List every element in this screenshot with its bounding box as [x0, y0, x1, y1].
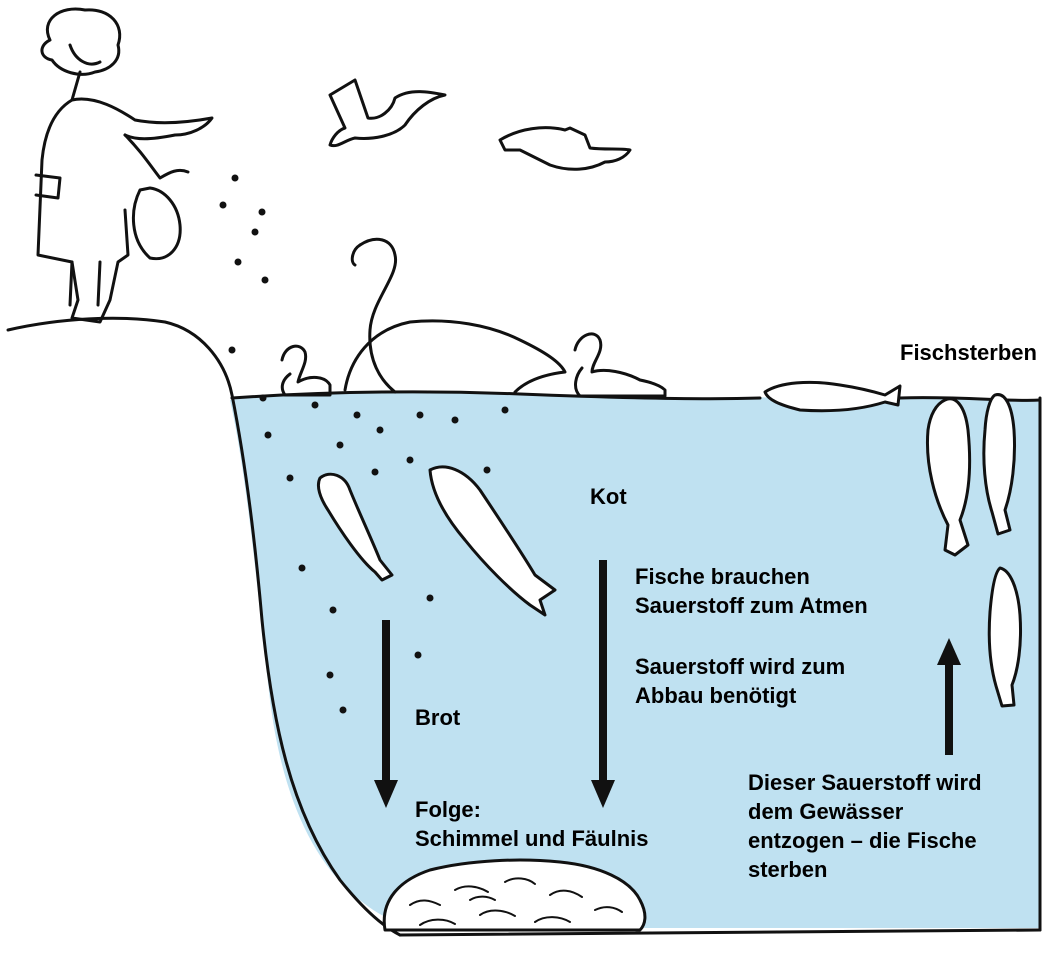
flying-bird-right [500, 128, 630, 170]
label-entzogen: Dieser Sauerstoff wird dem Gewässer entz… [748, 768, 982, 884]
flying-bird-left [330, 80, 445, 146]
label-folge-line-2: Schimmel und Fäulnis [415, 824, 648, 853]
person-feeding-bread [36, 9, 212, 322]
label-brot: Brot [415, 703, 460, 732]
swan [345, 239, 565, 392]
label-entzogen-line-3: entzogen – die Fische [748, 826, 982, 855]
label-fische-brauchen: Fische brauchen Sauerstoff zum Atmen [635, 562, 868, 620]
label-entzogen-line-2: dem Gewässer [748, 797, 982, 826]
label-sauerstoff-abbau-line-2: Abbau benötigt [635, 681, 845, 710]
label-folge: Folge: Schimmel und Fäulnis [415, 795, 648, 853]
label-entzogen-line-4: sterben [748, 855, 982, 884]
label-fische-brauchen-line-1: Fische brauchen [635, 562, 868, 591]
label-entzogen-line-1: Dieser Sauerstoff wird [748, 768, 982, 797]
label-sauerstoff-abbau: Sauerstoff wird zum Abbau benötigt [635, 652, 845, 710]
label-fischsterben: Fischsterben [900, 338, 1037, 367]
label-fische-brauchen-line-2: Sauerstoff zum Atmen [635, 591, 868, 620]
label-folge-line-1: Folge: [415, 795, 648, 824]
duck-left [282, 346, 330, 395]
duck-right [575, 334, 665, 396]
label-kot: Kot [590, 482, 627, 511]
label-sauerstoff-abbau-line-1: Sauerstoff wird zum [635, 652, 845, 681]
